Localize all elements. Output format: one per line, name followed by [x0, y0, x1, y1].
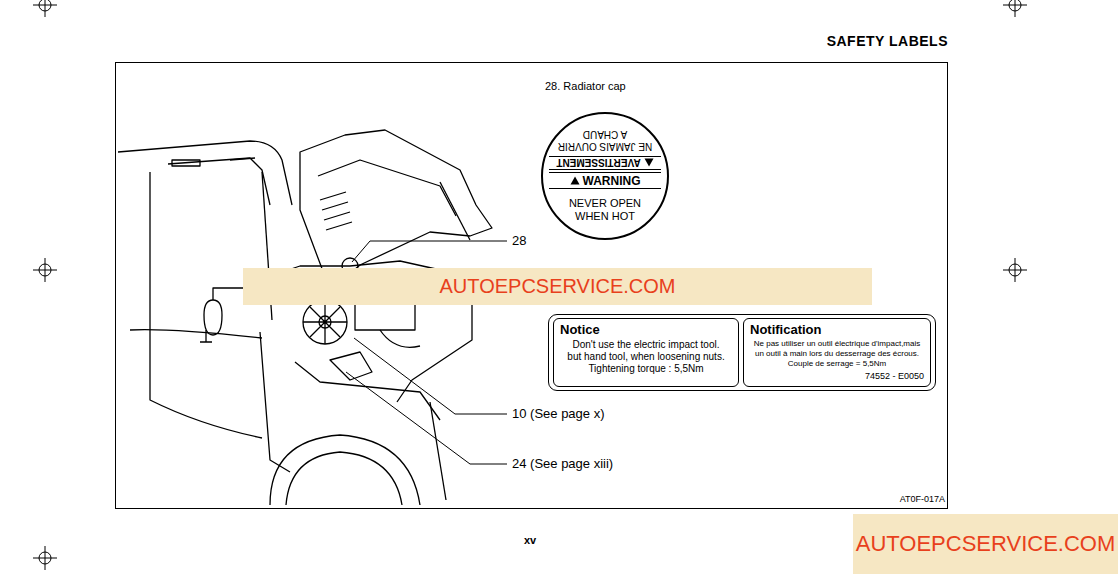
crop-cross	[33, 258, 57, 282]
warning-triangle	[570, 177, 579, 185]
drawing-line	[352, 241, 507, 262]
drawing-line	[380, 330, 420, 347]
drawing-line	[295, 362, 440, 420]
drawing-line	[168, 158, 270, 205]
notice-cell: NoticeDon't use the electric impact tool…	[553, 318, 739, 387]
drawing-line	[130, 330, 262, 338]
drawing-line	[260, 332, 290, 472]
watermark: AUTOEPCSERVICE.COM	[243, 268, 872, 305]
label-body: Ne pas utiliser un outil électrique d'im…	[751, 339, 923, 359]
crop-cross	[1003, 0, 1027, 17]
drawing-line	[118, 141, 292, 205]
warning-icon	[570, 176, 580, 185]
part-caption: 28. Radiator cap	[545, 80, 626, 92]
radiator-cap-label: 28. Radiator capAVERTISSEMENT NE JAMAIS O…	[541, 78, 669, 240]
drawing-line	[172, 160, 200, 166]
drawing-line	[346, 372, 507, 464]
warning-word: AVERTISSEMENT	[556, 158, 640, 169]
drawing-line	[286, 452, 402, 505]
drawing-line	[320, 192, 352, 230]
car-drawing	[118, 130, 492, 505]
callout-number: 10 (See page x)	[512, 406, 605, 421]
warning-band: AVERTISSEMENT	[549, 156, 661, 170]
drawing-line	[204, 300, 222, 335]
figure-code: AT0F-017A	[860, 494, 945, 504]
watermark: AUTOEPCSERVICE.COM	[853, 514, 1118, 574]
drawing-line	[318, 160, 456, 216]
warning-triangle	[644, 159, 653, 167]
label-body: Don't use the electric impact tool. but …	[565, 339, 727, 375]
upside-down-block: AVERTISSEMENT NE JAMAIS OUVRIR A CHAUD	[549, 114, 661, 170]
warning-icon	[644, 159, 654, 168]
drawing-line	[303, 300, 347, 344]
crop-marks	[33, 0, 1027, 570]
warning-text: NE JAMAIS OUVRIR A CHAUD	[556, 128, 654, 152]
drawing-line	[200, 330, 212, 342]
page-frame	[116, 63, 948, 509]
label-heading: Notice	[560, 322, 732, 338]
drawing-line	[150, 172, 262, 438]
callout-number: 28	[512, 233, 526, 248]
label-heading: Notification	[750, 322, 924, 338]
page-number: xv	[524, 534, 536, 546]
warning-band: WARNING	[549, 172, 661, 189]
cap-label-circle: AVERTISSEMENT NE JAMAIS OUVRIR A CHAUD WAR…	[541, 112, 669, 240]
drawing-line	[440, 182, 470, 240]
callout-number: 24 (See page xiii)	[512, 456, 613, 471]
drawing-line	[303, 300, 347, 344]
label-body: Couple de serrage = 5,5Nm	[750, 359, 924, 369]
part-code: 74552 - E0050	[750, 370, 924, 382]
warning-text: NEVER OPEN WHEN HOT	[560, 197, 650, 223]
crop-cross	[33, 546, 57, 570]
crop-cross	[1003, 258, 1027, 282]
drawing-line	[230, 158, 255, 160]
warning-word: WARNING	[583, 174, 641, 188]
drawing-line	[270, 435, 420, 505]
notice-cell: NotificationNe pas utiliser un outil éle…	[743, 318, 931, 387]
page-heading: SAFETY LABELS	[700, 33, 948, 49]
crop-cross	[33, 0, 57, 17]
drawing-line	[354, 338, 507, 414]
